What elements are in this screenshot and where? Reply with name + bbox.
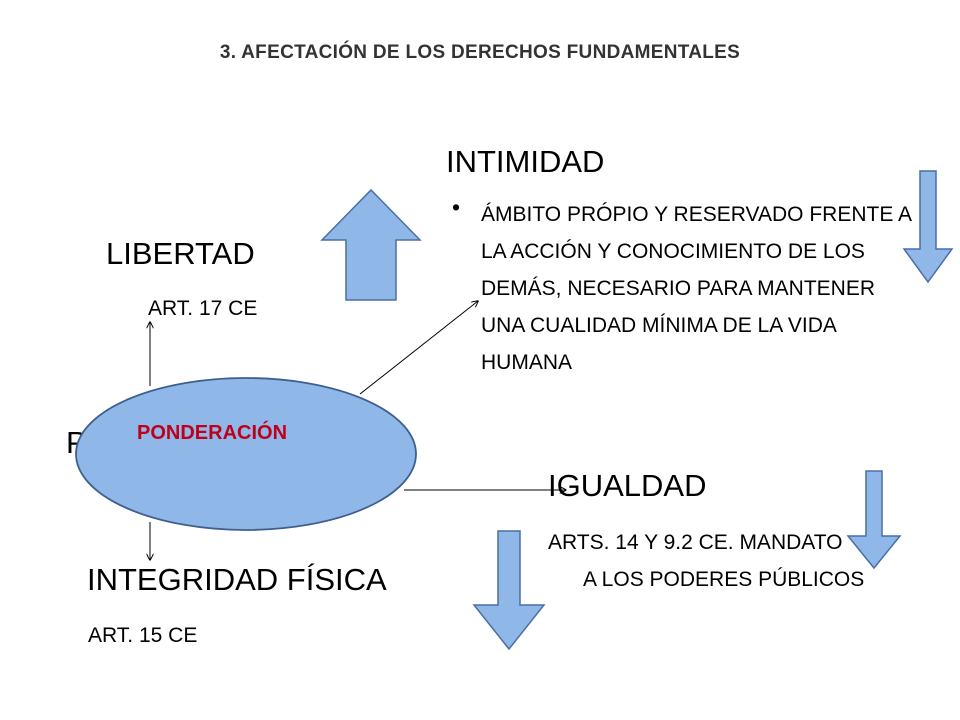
connector-to-intimidad — [359, 301, 478, 395]
intimidad-heading: INTIMIDAD — [446, 144, 605, 179]
intimidad-definition-text: ÁMBITO PRÓPIO Y RESERVADO FRENTE A LA AC… — [481, 203, 911, 374]
up-arrow-icon — [320, 188, 422, 301]
page-title: 3. AFECTACIÓN DE LOS DERECHOS FUNDAMENTA… — [219, 42, 741, 63]
ponderacion-label: PONDERACIÓN — [137, 422, 288, 444]
intimidad-definition: • ÁMBITO PRÓPIO Y RESERVADO FRENTE A LA … — [452, 194, 922, 381]
igualdad-reference: ARTS. 14 Y 9.2 CE. MANDATO A LOS PODERES… — [548, 524, 948, 598]
down-arrow-icon — [846, 470, 902, 570]
libertad-reference: ART. 17 CE — [148, 297, 258, 320]
libertad-heading: LIBERTAD — [106, 236, 255, 271]
down-arrow-icon — [472, 530, 546, 651]
down-arrow-icon — [902, 170, 954, 284]
bullet-icon: • — [452, 194, 461, 220]
igualdad-reference-line1: ARTS. 14 Y 9.2 CE. MANDATO — [548, 531, 843, 554]
integridad-heading: INTEGRIDAD FÍSICA — [87, 562, 387, 597]
ponderacion-oval — [75, 377, 417, 531]
igualdad-heading: IGUALDAD — [548, 468, 707, 503]
integridad-reference: ART. 15 CE — [88, 624, 198, 647]
igualdad-reference-line2: A LOS PODERES PÚBLICOS — [583, 568, 865, 591]
